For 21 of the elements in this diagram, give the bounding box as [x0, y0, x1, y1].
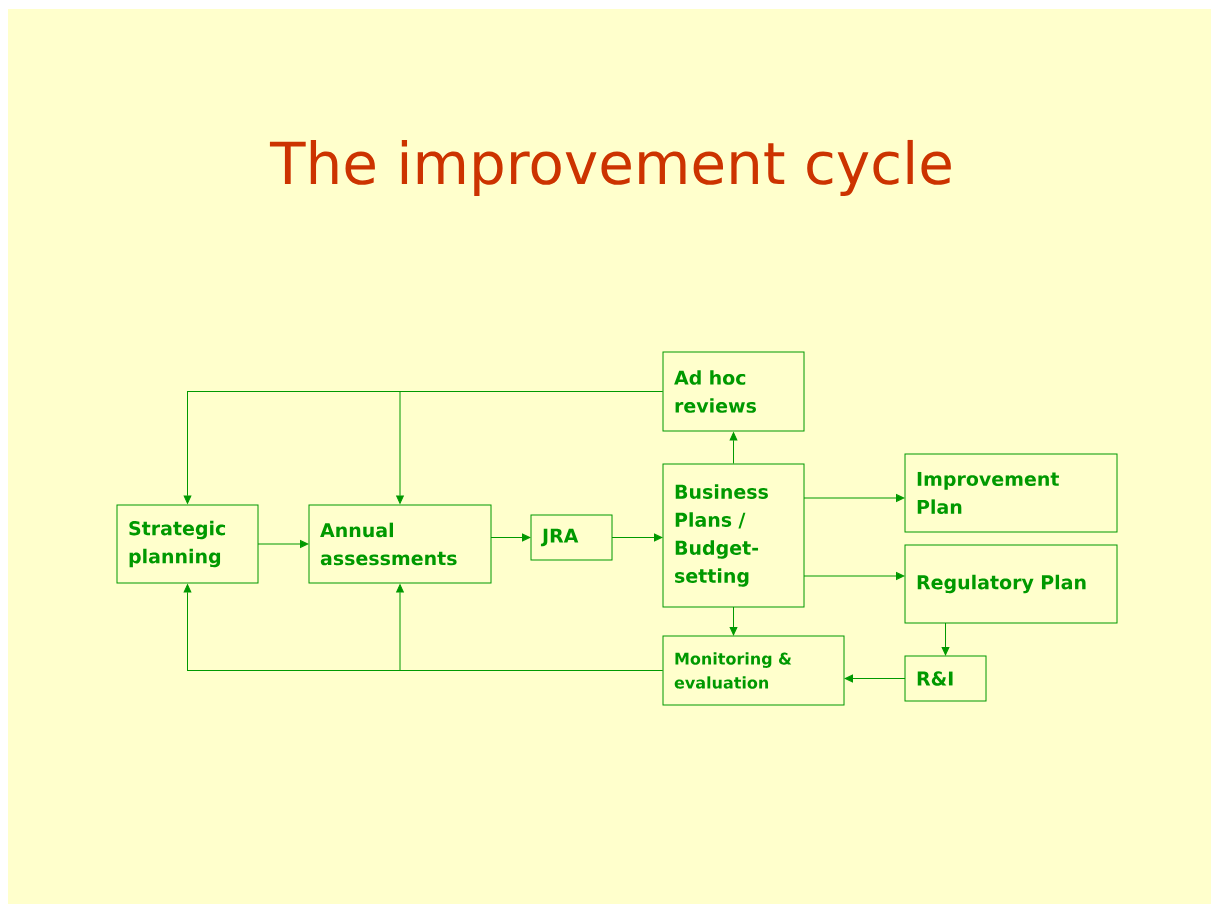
- process-box: R&I: [904, 655, 987, 702]
- arrow: [729, 432, 738, 464]
- arrow: [490, 533, 531, 542]
- process-box: Strategic planning: [116, 504, 259, 584]
- process-box: Monitoring & evaluation: [662, 635, 845, 706]
- arrow: [729, 606, 738, 636]
- process-box: Business Plans / Budget-setting: [662, 463, 805, 608]
- arrow: [396, 584, 663, 671]
- arrow: [396, 391, 663, 504]
- title: The improvement cycle: [269, 139, 951, 197]
- process-box: Ad hoc reviews: [662, 351, 805, 432]
- arrow: [611, 533, 663, 542]
- process-box: Improvement Plan: [904, 453, 1118, 533]
- process-box: JRA: [530, 514, 613, 561]
- process-box: Regulatory Plan: [904, 544, 1118, 624]
- arrow: [803, 572, 905, 580]
- arrow: [941, 622, 950, 656]
- process-box: Annual assessments: [308, 504, 492, 584]
- arrow: [844, 674, 906, 683]
- arrow: [257, 540, 309, 548]
- arrow: [803, 494, 905, 502]
